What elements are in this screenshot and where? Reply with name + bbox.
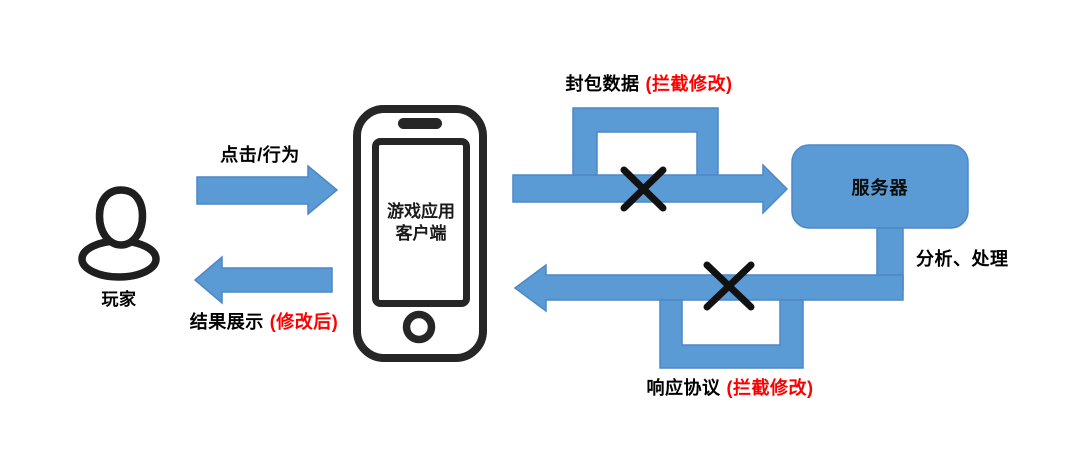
packet-data-label: 封包数据(拦截修改) xyxy=(565,74,733,95)
request-flow-arrow xyxy=(512,107,789,215)
player-icon xyxy=(78,186,160,281)
response-protocol-label: 响应协议(拦截修改) xyxy=(646,378,814,399)
result-display-label: 结果展示(修改后) xyxy=(189,312,339,333)
phone-screen-line2: 客户端 xyxy=(395,223,447,243)
result-display-label-black: 结果展示 xyxy=(189,312,264,332)
player-label: 玩家 xyxy=(101,290,137,309)
request-blocked-x-icon xyxy=(620,166,667,212)
phone-icon xyxy=(353,105,487,362)
response-protocol-label-red: (拦截修改) xyxy=(726,378,814,398)
packet-data-label-red: (拦截修改) xyxy=(645,74,733,94)
server-label: 服务器 xyxy=(851,177,909,198)
request-bypass-bridge xyxy=(572,107,719,178)
phone-screen xyxy=(372,138,470,307)
result-display-label-red: (修改后) xyxy=(269,312,339,332)
click-arrow xyxy=(196,164,339,216)
result-arrow xyxy=(193,255,333,305)
phone-home-button-icon xyxy=(402,310,436,344)
response-bypass-bridge xyxy=(659,299,804,369)
click-behavior-label: 点击/行为 xyxy=(220,145,300,165)
phone-screen-line1: 游戏应用 xyxy=(387,201,455,221)
phone-speaker-icon xyxy=(398,118,442,129)
packet-data-label-black: 封包数据 xyxy=(565,74,640,94)
phone-screen-text: 游戏应用 客户端 xyxy=(372,138,470,307)
response-protocol-label-black: 响应协议 xyxy=(646,378,721,398)
response-flow-arrow xyxy=(513,261,904,369)
response-blocked-x-icon xyxy=(703,261,755,311)
analyze-process-label: 分析、处理 xyxy=(916,249,1009,269)
